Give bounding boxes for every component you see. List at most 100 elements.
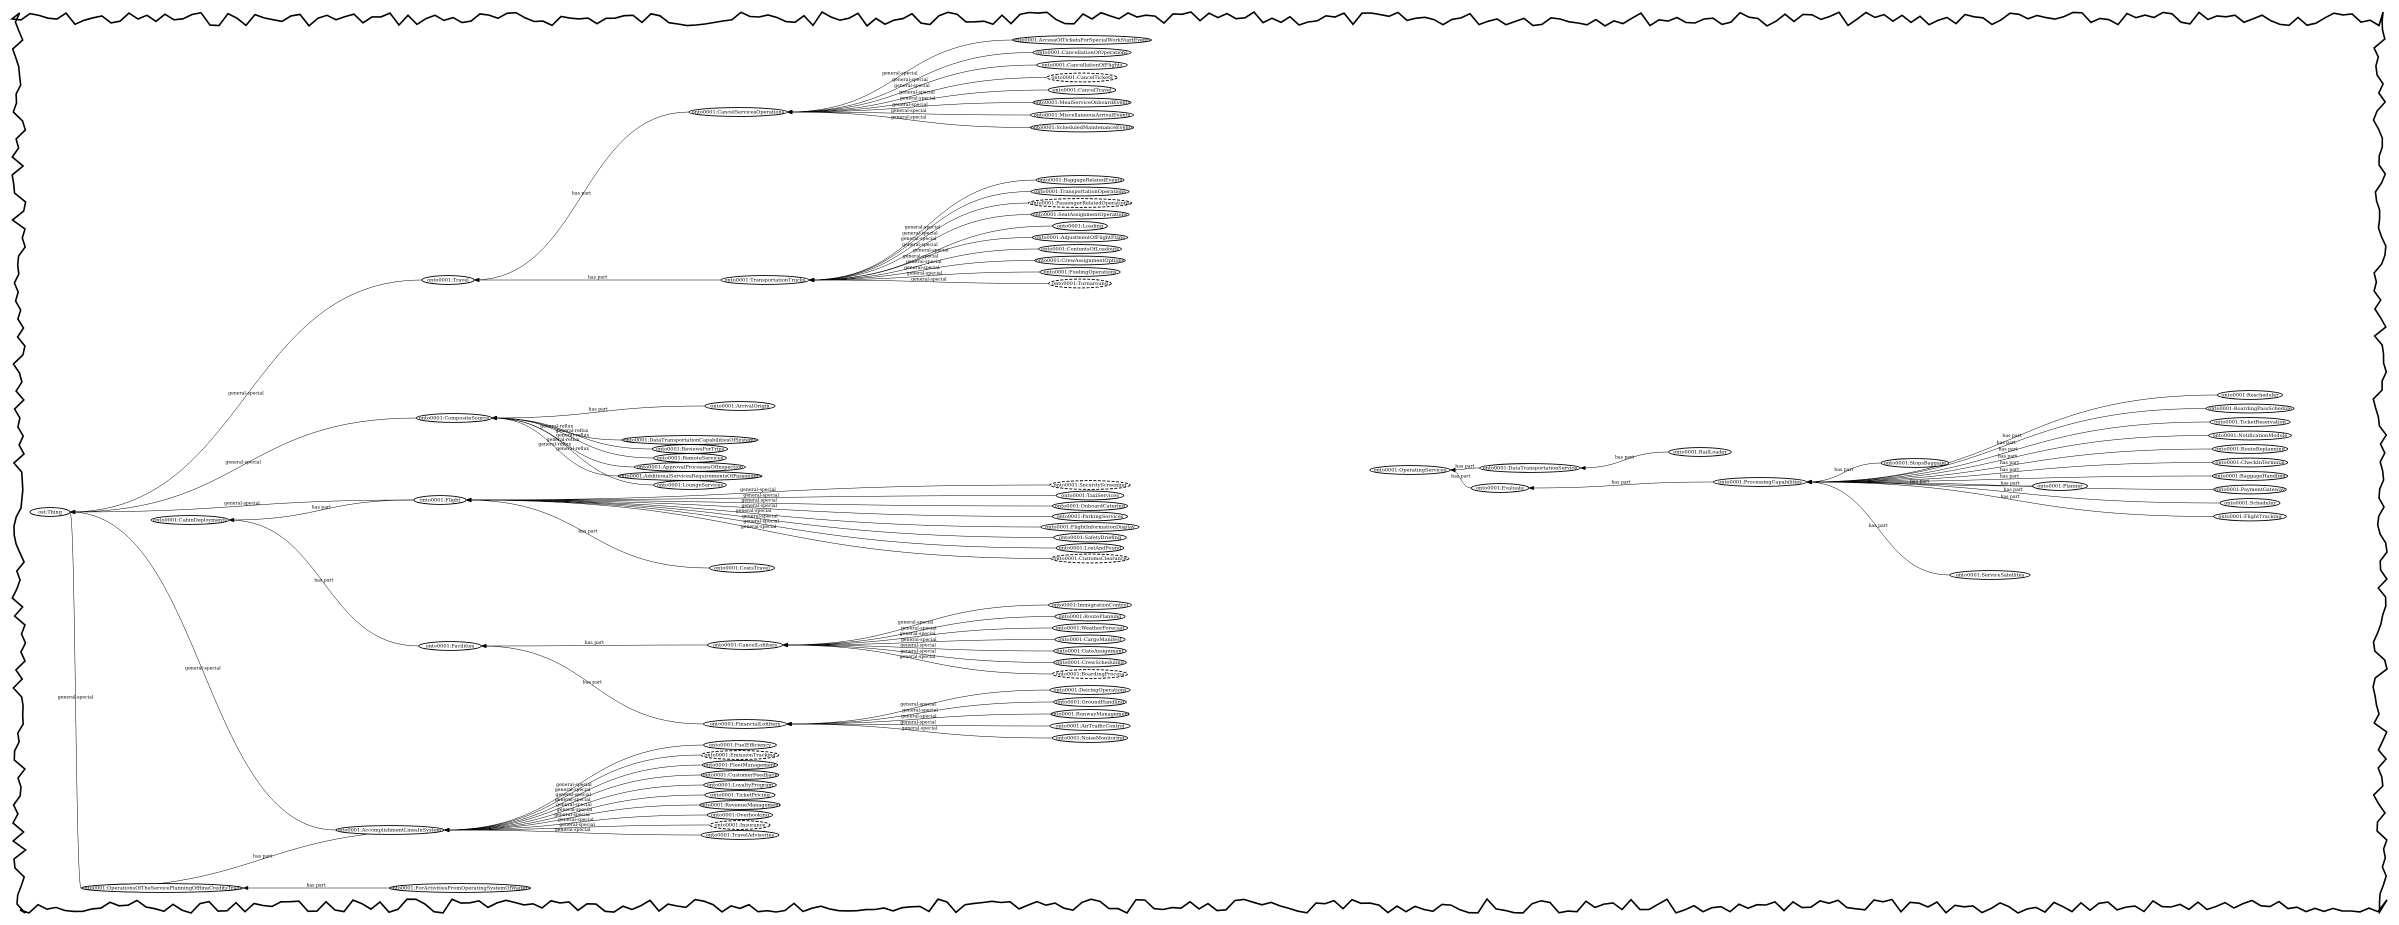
node-right-leaf[interactable]: onto0001:NotificationModule xyxy=(2208,430,2292,441)
node-leaf[interactable]: onto0001:ReviewsForTrips xyxy=(651,444,729,454)
node-misc-operations[interactable]: onto0001:OperationsOfTheServicePlanningO… xyxy=(80,883,244,893)
node-root[interactable]: ost:Thing xyxy=(29,507,71,517)
node-leaf[interactable]: onto0001:Overbooking xyxy=(707,810,773,820)
node-leaf[interactable]: onto0001:CargoManifest xyxy=(1054,634,1126,645)
edge-label: has part xyxy=(2004,487,2023,493)
edge-line xyxy=(228,519,419,647)
edge-label: general-special xyxy=(898,620,934,626)
node-leaf[interactable]: onto0001:TaxiServices xyxy=(1055,490,1125,501)
node-leaf[interactable]: onto0001:Turnaround xyxy=(1048,278,1112,289)
node-leaf[interactable]: onto0001:RunwayManagement xyxy=(1050,709,1130,719)
node-leaf[interactable]: onto0001:SafetyBriefing xyxy=(1053,532,1127,543)
edge-label: has part xyxy=(253,854,272,860)
node-right-leaf[interactable]: onto0001:BoardingPassSchedule xyxy=(2205,403,2295,414)
node-activities[interactable]: onto0001:ForActivitiesFromOperatingSyste… xyxy=(388,883,532,893)
node-leaf[interactable]: onto0001:PassengerRelatedOperations xyxy=(1027,198,1133,208)
node-arrival-origin[interactable]: onto0001:ArrivalOrigin xyxy=(704,401,776,411)
node-leaf[interactable]: onto0001:GateAssignment xyxy=(1053,646,1127,656)
node-cancel-services[interactable]: onto0001:CancelServicesOperations xyxy=(688,107,788,117)
node-leaf[interactable]: onto0001:ImmigrationControl xyxy=(1048,600,1132,610)
node-leaf[interactable]: onto0001:OnboardCatering xyxy=(1051,501,1129,511)
node-leaf[interactable]: onto0001:ContentsOfLoadouts xyxy=(1038,244,1122,254)
node-leaf[interactable]: onto0001:LoungeServices xyxy=(653,480,727,490)
node-costs-travel[interactable]: onto0001:CostsTravel xyxy=(709,563,775,573)
node-facilities[interactable]: onto0001:Facilities xyxy=(418,641,482,651)
edge-line xyxy=(1806,394,2218,483)
node-composite[interactable]: onto0001:CompositeSource xyxy=(415,413,493,423)
node-leaf[interactable]: onto0001:CustomsClearance xyxy=(1050,553,1130,564)
node-leaf[interactable]: onto0001:DeicingOperations xyxy=(1049,685,1131,695)
node-leaf[interactable]: onto0001:CancelTickets xyxy=(1046,72,1118,83)
node-leaf[interactable]: onto0001:ScheduledMaintenanceEvents xyxy=(1029,122,1135,133)
node-rail-loader[interactable]: onto0001:RailLoader xyxy=(1668,447,1732,457)
node-leaf[interactable]: onto0001:CrewAssignmentOptions xyxy=(1034,255,1126,266)
node-leaf[interactable]: onto0001:TransportationOperations xyxy=(1030,186,1130,197)
node-leaf[interactable]: onto0001:CustomerFeedback xyxy=(700,770,780,780)
node-leaf[interactable]: onto0001:BaggageRelatedEvents xyxy=(1035,175,1125,185)
node-service-satellites[interactable]: onto0001:ServiceSatellites xyxy=(1949,570,2031,580)
node-leaf[interactable]: onto0001:FleetManagement xyxy=(701,760,779,770)
node-leaf[interactable]: onto0001:MiscellaneousArrivalEvents xyxy=(1029,110,1135,120)
node-leaf[interactable]: onto0001:TravelAdvisories xyxy=(700,830,780,840)
edge-line xyxy=(466,499,1053,517)
node-leaf[interactable]: onto0001:RoutePlanning xyxy=(1054,611,1126,622)
node-planner[interactable]: onto0001:Planner xyxy=(2032,481,2088,491)
node-leaf[interactable]: onto0001:RemoteServices xyxy=(653,453,727,463)
node-leaf[interactable]: onto0001:AirTrafficControl xyxy=(1049,721,1131,731)
node-leaf[interactable]: onto0001:DataTransportationCapabilitiesO… xyxy=(621,435,759,445)
node-processing[interactable]: onto0001:ProcessingCapabilities xyxy=(1713,477,1807,487)
node-leaf[interactable]: onto0001:CancellationOfOperations xyxy=(1032,47,1132,58)
node-leaf[interactable]: onto0001:GroundHandling xyxy=(1053,697,1127,707)
node-right-leaf[interactable]: onto0001:CheckInTerminal xyxy=(2211,457,2289,468)
node-leaf[interactable]: onto0001:CancelTravel xyxy=(1047,85,1117,95)
node-leaf[interactable]: onto0001:RevenueManagement xyxy=(699,800,781,810)
node-leaf[interactable]: onto0001:Insurance xyxy=(709,820,771,830)
node-ellipse xyxy=(1051,733,1129,743)
node-cabin[interactable]: onto0001:CabinDeployments xyxy=(150,515,230,525)
node-right-leaf[interactable]: onto0001:TicketReservation xyxy=(2209,417,2291,427)
node-leaf[interactable]: onto0001:BoardingProcess xyxy=(1051,669,1129,679)
node-label: onto0001:RunwayManagement xyxy=(1050,712,1129,718)
node-leaf[interactable]: onto0001:LostAndFound xyxy=(1055,543,1125,553)
node-leaf[interactable]: onto0001:FuelEfficiency xyxy=(703,740,777,750)
node-leaf[interactable]: onto0001:ApprovalProcessesOfInspection xyxy=(634,462,746,472)
node-travel[interactable]: onto0001:Travel xyxy=(421,275,475,285)
node-leaf[interactable]: onto0001:LoyaltyProgram xyxy=(703,780,777,790)
node-operating-services[interactable]: onto0001:OperatingServices xyxy=(1369,465,1451,475)
edge-line xyxy=(69,279,422,513)
node-leaf[interactable]: onto0001:AdditionalServicesRequirementsO… xyxy=(617,471,763,481)
node-right-leaf[interactable]: onto0001:BaggageHandling xyxy=(2211,471,2289,481)
node-financial-lofilters[interactable]: onto0001:FinancialLofilters xyxy=(703,719,787,729)
node-leaf[interactable]: onto0001:WeatherForecast xyxy=(1051,623,1129,633)
node-leaf[interactable]: onto0001:MealServiceOnboardEvents xyxy=(1032,97,1132,108)
node-leaf[interactable]: onto0001:FuelingOperations xyxy=(1039,267,1121,277)
node-leaf[interactable]: onto0001:CancellationOfFlights xyxy=(1036,60,1128,70)
node-leaf[interactable]: onto0001:CrewScheduling xyxy=(1053,657,1127,668)
edge-label: has part xyxy=(583,680,602,686)
node-cancel-lofilters[interactable]: onto0001:CancelLofilters xyxy=(706,640,784,650)
node-right-leaf[interactable]: onto0001:FlightTracking xyxy=(2213,511,2287,522)
node-leaf[interactable]: onto0001:FlightInformationDisplay xyxy=(1040,522,1140,532)
node-leaf[interactable]: onto0001:SeatAssignmentOperations xyxy=(1030,209,1130,220)
node-stops-baggage[interactable]: onto0001:StopsBaggage xyxy=(1880,458,1950,468)
node-flight[interactable]: onto0001:Flight xyxy=(413,495,467,505)
edge-label: general-special xyxy=(743,492,779,498)
node-leaf[interactable]: onto0001:NoiseMonitoring xyxy=(1051,733,1129,743)
node-leaf[interactable]: onto0001:EmissionTracking xyxy=(700,750,780,760)
node-right-leaf[interactable]: onto0001:Rescheduler xyxy=(2217,390,2283,400)
node-transport-trucks[interactable]: onto0001:TransportationTrucks xyxy=(720,275,810,285)
node-leaf[interactable]: onto0001:Loading xyxy=(1052,221,1108,231)
node-accomplishment[interactable]: onto0001:AccomplishmentLinesInSystems xyxy=(335,825,445,835)
node-evaluate[interactable]: onto0001:Evaluate xyxy=(1470,483,1530,493)
node-right-leaf[interactable]: onto0001:Scheduler xyxy=(2219,498,2281,508)
node-leaf[interactable]: onto0001:TicketPricing xyxy=(704,790,776,800)
node-leaf[interactable]: onto0001:AdjustmentOfFlightPlans xyxy=(1031,232,1129,243)
node-leaf[interactable]: onto0001:AccessOfTicketsForSpecialWorkSt… xyxy=(1012,35,1152,45)
node-leaf[interactable]: onto0001:ParkingServices xyxy=(1051,511,1129,522)
edge-line xyxy=(1806,475,2213,483)
node-right-leaf[interactable]: onto0001:PaymentGateway xyxy=(2213,484,2287,495)
edge-label: general-special xyxy=(899,89,935,95)
node-right-leaf[interactable]: onto0001:RouteReplanning xyxy=(2211,444,2289,454)
node-leaf[interactable]: onto0001:SecurityScreening xyxy=(1049,480,1131,490)
node-data-transport[interactable]: onto0001:DataTransportationService xyxy=(1479,463,1581,473)
